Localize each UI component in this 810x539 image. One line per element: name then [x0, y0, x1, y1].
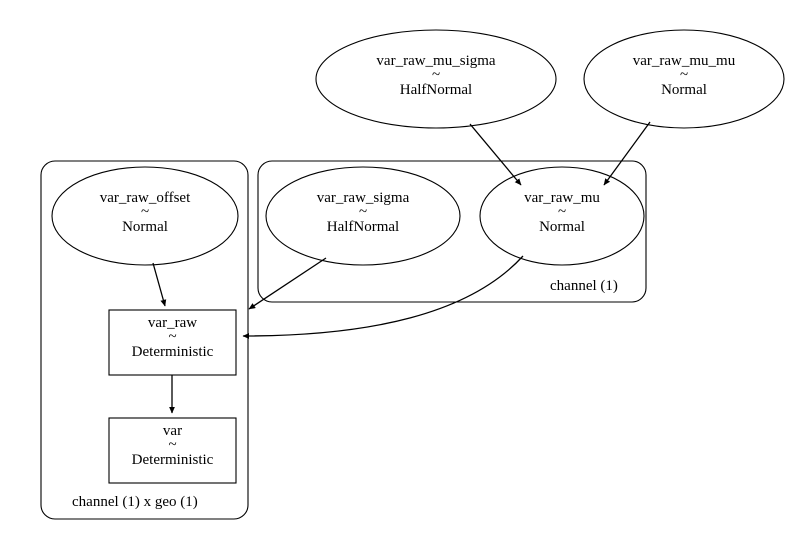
- node-var-raw-mu-sigma-name: var_raw_mu_sigma: [376, 53, 496, 69]
- node-var-tilde: ~: [168, 437, 177, 454]
- edge-var-raw-offset-to-var-raw: [152, 262, 167, 307]
- node-var-raw-mu-sigma-tilde: ~: [431, 67, 441, 84]
- node-var-raw-tilde: ~: [168, 329, 177, 346]
- edge-var-raw-mu-mu-to-var-raw-mu: [603, 121, 651, 186]
- node-var-raw-mu-mu-shape: [583, 29, 785, 129]
- node-var-raw-mu-tilde: ~: [557, 204, 567, 221]
- plate-channel-label: channel (1): [550, 278, 618, 294]
- edge-var-raw-mu-to-var-raw: [242, 255, 524, 339]
- node-var-raw-sigma-tilde: ~: [358, 204, 368, 221]
- node-var-raw-mu-name: var_raw_mu: [524, 190, 600, 206]
- node-var-raw-mu-mu-distribution: Normal: [661, 82, 707, 99]
- node-var-raw-sigma-distribution: HalfNormal: [326, 219, 400, 236]
- node-var-name: var: [162, 423, 183, 439]
- node-var-raw-mu-distribution: Normal: [539, 219, 585, 236]
- node-var-raw-offset-tilde: ~: [140, 204, 150, 221]
- node-var-raw-mu-sigma-label: var_raw_mu_sigma ~ HalfNormal: [316, 53, 556, 99]
- node-var-raw-sigma-shape: [265, 166, 461, 266]
- node-var-shape: [108, 417, 237, 484]
- node-var-raw-mu-label: var_raw_mu ~ Normal: [480, 190, 644, 236]
- node-var-label: var ~ Deterministic: [109, 423, 236, 469]
- node-var-raw-offset-shape: [51, 166, 239, 266]
- node-var-raw-sigma-name: var_raw_sigma: [316, 190, 410, 206]
- node-var-raw-offset-name: var_raw_offset: [99, 190, 191, 206]
- node-var-raw-offset-label: var_raw_offset ~ Normal: [52, 190, 238, 236]
- edge-var-raw-sigma-to-var-raw: [248, 257, 327, 310]
- node-var-raw-offset-distribution: Normal: [122, 219, 168, 236]
- node-var-raw-mu-sigma-shape: [315, 29, 557, 129]
- node-var-raw-mu-shape: [479, 166, 645, 266]
- edge-var-raw-mu-sigma-to-var-raw-mu: [469, 123, 522, 186]
- plate-channel-border: [257, 160, 647, 303]
- plate-channel-geo-label: channel (1) x geo (1): [72, 494, 198, 510]
- node-var-raw-mu-mu-name: var_raw_mu_mu: [632, 53, 736, 69]
- node-var-raw-distribution: Deterministic: [131, 344, 214, 361]
- node-var-distribution: Deterministic: [131, 452, 214, 469]
- node-var-raw-label: var_raw ~ Deterministic: [109, 315, 236, 361]
- node-var-raw-mu-mu-label: var_raw_mu_mu ~ Normal: [584, 53, 784, 99]
- node-var-raw-mu-mu-tilde: ~: [679, 67, 689, 84]
- node-var-raw-sigma-label: var_raw_sigma ~ HalfNormal: [266, 190, 460, 236]
- plate-channel-geo-border: [40, 160, 249, 520]
- node-var-raw-mu-sigma-distribution: HalfNormal: [399, 82, 473, 99]
- node-var-raw-name: var_raw: [147, 315, 198, 331]
